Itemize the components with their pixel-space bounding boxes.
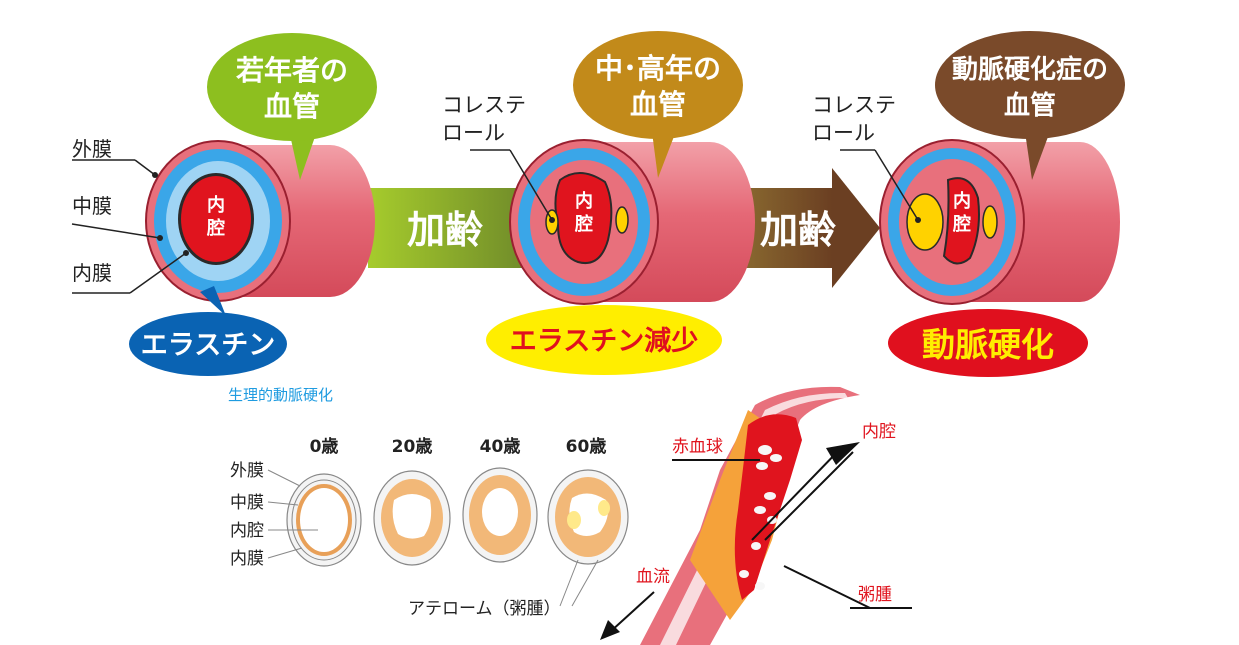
elastin-badge: エラスチン	[129, 286, 287, 376]
cholesterol-2-line1: コレステ	[812, 93, 896, 117]
cross-section-40	[462, 467, 538, 563]
lumen-label-2a: 内	[575, 190, 593, 212]
plaque-callout: 粥腫	[783, 565, 912, 609]
middle-aged-bubble: 中･高年の 血管	[573, 31, 743, 178]
age-labels: 0歳 20歳 40歳 60歳	[310, 436, 607, 457]
elastin-decrease-badge: エラスチン減少	[486, 305, 722, 375]
cross-section-labels: 外膜 中膜 内腔 内膜 アテローム（粥腫）	[230, 461, 599, 619]
young-vessel: 内 腔	[145, 140, 375, 302]
cholesterol-1-line1: コレステ	[442, 93, 526, 117]
aging-label-2: 加齢	[760, 208, 836, 252]
inner-membrane-label: 内膜	[72, 261, 112, 285]
bl-outer-label: 外膜	[230, 461, 264, 481]
artery-cutaway	[640, 386, 860, 645]
cross-section-60	[547, 469, 629, 565]
aging-label-1: 加齢	[407, 208, 483, 252]
lumen-label-2b: 腔	[574, 213, 593, 235]
arteriosclerosis-bubble: 動脈硬化症の 血管	[935, 31, 1125, 180]
age-40: 40歳	[480, 436, 521, 457]
elastin-decrease-badge-label: エラスチン減少	[510, 326, 698, 357]
elastin-badge-label: エラスチン	[141, 330, 275, 361]
lumen-label-1a: 内	[207, 194, 225, 216]
bl-middle-label: 中膜	[230, 493, 264, 513]
lumen-arrowhead-icon	[826, 442, 860, 465]
lumen-label-1b: 腔	[206, 217, 225, 239]
lumen-label-3a: 内	[953, 190, 971, 212]
cross-section-0	[286, 473, 362, 567]
cholesterol-label-1: コレステ ロール	[442, 93, 555, 223]
cholesterol-label-2: コレステ ロール	[812, 93, 921, 223]
middle-aged-vessel: 内 腔	[509, 139, 755, 305]
cholesterol-2-line2: ロール	[812, 121, 875, 145]
aging-arrow-2: 加齢	[740, 168, 880, 288]
middle-aged-bubble-line2: 血管	[630, 88, 686, 121]
middle-membrane-label: 中膜	[72, 194, 112, 218]
cross-section-20	[373, 470, 451, 566]
rbc-label: 赤血球	[672, 437, 723, 457]
bl-inner-label: 内膜	[230, 549, 264, 569]
lumen-label-3b: 腔	[952, 213, 971, 235]
cholesterol-1-line2: ロール	[442, 121, 505, 145]
arteriosclerosis-badge-label: 動脈硬化	[922, 325, 1054, 364]
age-20: 20歳	[392, 436, 433, 457]
flow-arrowhead-icon	[600, 620, 620, 640]
layer-labels: 外膜 中膜 内膜	[71, 137, 189, 294]
lumen-label: 内腔	[862, 422, 896, 442]
young-bubble-line1: 若年者の	[236, 54, 348, 87]
physiological-caption: 生理的動脈硬化	[228, 386, 333, 404]
blood-flow-callout: 血流	[600, 567, 670, 640]
outer-membrane-label: 外膜	[72, 137, 112, 161]
age-0: 0歳	[310, 436, 339, 457]
bl-lumen-label: 内腔	[230, 521, 264, 541]
young-bubble-line2: 血管	[264, 90, 320, 123]
plaque-label: 粥腫	[858, 585, 892, 605]
young-vessel-bubble: 若年者の 血管	[207, 33, 377, 180]
arteriosclerosis-vessel: 内 腔	[879, 139, 1120, 305]
atheroma-label: アテローム（粥腫）	[408, 599, 561, 619]
age-60: 60歳	[566, 436, 607, 457]
arteriosclerosis-bubble-line1: 動脈硬化症の	[952, 54, 1108, 85]
aging-arrow-1: 加齢	[368, 188, 530, 268]
arteriosclerosis-bubble-line2: 血管	[1004, 91, 1056, 121]
flow-label: 血流	[636, 567, 670, 587]
rbc-callout: 赤血球	[672, 437, 760, 461]
middle-aged-bubble-line1: 中･高年の	[595, 52, 721, 85]
arteriosclerosis-badge: 動脈硬化	[888, 309, 1088, 377]
lumen-callout: 内腔	[751, 422, 896, 541]
